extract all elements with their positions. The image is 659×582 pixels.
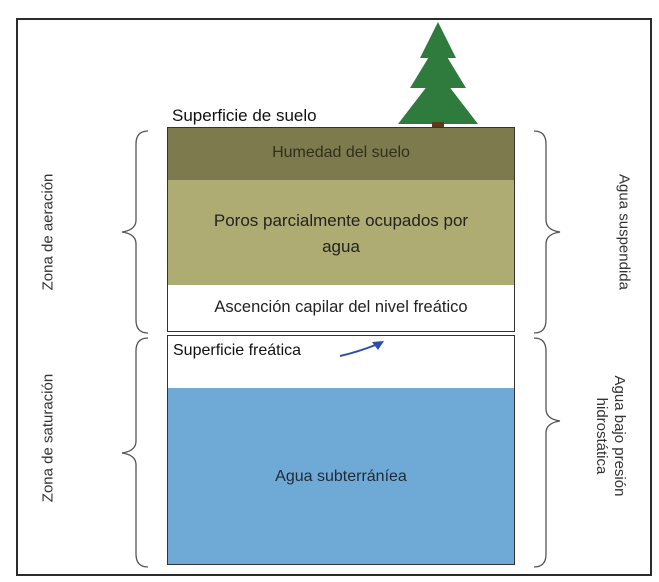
arrow-icon — [339, 341, 384, 357]
ground-surface-label: Superficie de suelo — [172, 106, 317, 125]
capillary-rise-layer: Ascención capilar del nivel freático — [167, 285, 515, 332]
groundwater-label: Agua subterráníea — [275, 468, 407, 485]
soil-moisture-layer: Humedad del suelo — [167, 127, 515, 180]
capillary-rise-label: Ascención capilar del nivel freático — [214, 298, 468, 316]
suspended-water-brace — [533, 130, 561, 334]
tree-icon — [398, 22, 478, 136]
hydrostatic-water-label: Agua bajo presión hidrostática — [592, 376, 628, 497]
aeration-zone-label: Zona de aeración — [39, 173, 57, 291]
hydrostatic-water-line1: Agua bajo presión — [611, 375, 628, 497]
suspended-water-label: Agua suspendida — [615, 174, 633, 290]
tree-top — [420, 22, 456, 58]
tree-bottom — [398, 72, 478, 124]
saturation-zone-label: Zona de saturación — [39, 373, 57, 503]
aeration-brace — [121, 130, 149, 334]
soil-moisture-label: Humedad del suelo — [272, 144, 410, 161]
hydrostatic-water-brace — [533, 337, 561, 568]
hydrostatic-water-line2: hidrostática — [593, 397, 610, 475]
water-table-label: Superficie freática — [173, 342, 302, 359]
tree-middle — [410, 42, 466, 88]
partial-pores-layer: Poros parcialmente ocupados por agua — [167, 180, 515, 285]
water-table-layer: Superficie freática — [167, 335, 515, 388]
partial-pores-label: Poros parcialmente ocupados por agua — [213, 211, 469, 256]
saturation-brace — [121, 337, 149, 568]
groundwater-layer: Agua subterráníea — [167, 388, 515, 565]
